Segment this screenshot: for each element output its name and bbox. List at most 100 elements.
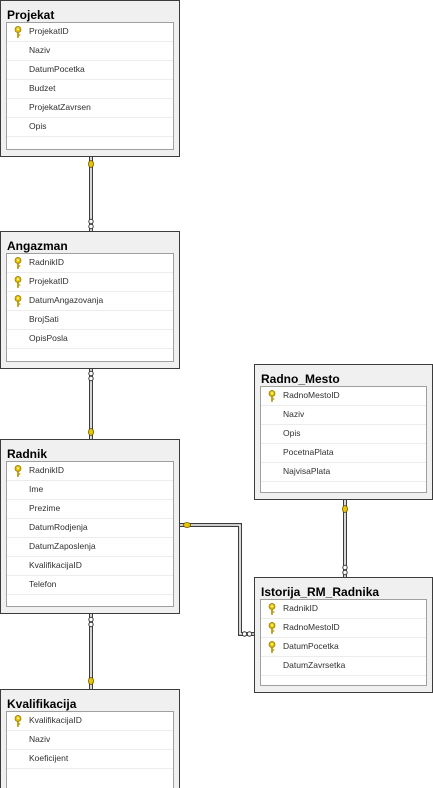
field-row[interactable]: DatumRodjenja (7, 519, 173, 538)
field-name: RadnikID (29, 465, 64, 475)
field-row[interactable]: Budzet (7, 80, 173, 99)
many-end-marker (88, 223, 94, 230)
field-name: DatumZaposlenja (29, 541, 96, 551)
primary-key-icon (14, 295, 22, 307)
field-row[interactable]: Naziv (261, 406, 426, 425)
table-angazman[interactable]: Angazman RadnikID ProjekatID DatumAngazova… (0, 231, 180, 369)
one-end-marker (183, 522, 191, 528)
primary-key-icon (14, 465, 22, 477)
one-end-marker (342, 505, 348, 513)
field-name: Opis (29, 121, 47, 131)
field-row[interactable]: Opis (261, 425, 426, 444)
field-row[interactable]: KvalifikacijaID (7, 712, 173, 731)
field-row[interactable]: RadnoMestoID (261, 387, 426, 406)
field-row[interactable]: DatumPocetka (7, 61, 173, 80)
field-name: DatumZavrsetka (283, 660, 346, 670)
field-name: Budzet (29, 83, 56, 93)
one-end-marker (88, 160, 94, 168)
field-name: RadnoMestoID (283, 622, 340, 632)
relationship-radnik-istorija (180, 523, 254, 636)
field-name: DatumAngazovanja (29, 295, 104, 305)
table-title: Angazman (7, 239, 68, 253)
many-end-marker (88, 621, 94, 628)
field-row[interactable]: RadnoMestoID (261, 619, 426, 638)
field-row[interactable]: Ime (7, 481, 173, 500)
table-title: Radnik (7, 447, 48, 461)
table-title: Radno_Mesto (261, 372, 340, 386)
field-row[interactable]: NajvisaPlata (261, 463, 426, 482)
field-name: DatumPocetka (283, 641, 339, 651)
field-name: Ime (29, 484, 44, 494)
field-row[interactable]: DatumZavrsetka (261, 657, 426, 676)
field-name: ProjekatID (29, 26, 69, 36)
primary-key-icon (14, 257, 22, 269)
field-name: Koeficijent (29, 753, 69, 763)
field-name: RadnikID (283, 603, 318, 613)
field-row[interactable]: Naziv (7, 42, 173, 61)
field-name: Prezime (29, 503, 61, 513)
field-name: Naziv (283, 409, 305, 419)
field-row[interactable]: DatumZaposlenja (7, 538, 173, 557)
table-title: Kvalifikacija (7, 697, 77, 711)
primary-key-icon (268, 641, 276, 653)
field-row[interactable]: Naziv (7, 731, 173, 750)
field-name: PocetnaPlata (283, 447, 334, 457)
field-row[interactable]: Telefon (7, 576, 173, 595)
table-istorija-rm-radnika[interactable]: Istorija_RM_Radnika RadnikID RadnoMestoID… (254, 577, 433, 693)
field-row[interactable]: ProjekatZavrsen (7, 99, 173, 118)
many-end-marker (88, 375, 94, 382)
field-row[interactable]: ProjekatID (7, 273, 173, 292)
field-row[interactable]: ProjekatID (7, 23, 173, 42)
field-row[interactable]: KvalifikacijaID (7, 557, 173, 576)
primary-key-icon (268, 622, 276, 634)
field-name: ProjekatID (29, 276, 69, 286)
field-name: KvalifikacijaID (29, 715, 82, 725)
field-row[interactable]: Prezime (7, 500, 173, 519)
field-name: DatumPocetka (29, 64, 85, 74)
field-name: DatumRodjenja (29, 522, 88, 532)
field-name: Telefon (29, 579, 57, 589)
many-end-marker (342, 564, 348, 571)
many-end-marker (88, 616, 94, 623)
primary-key-icon (14, 715, 22, 727)
field-row[interactable]: DatumAngazovanja (7, 292, 173, 311)
primary-key-icon (268, 390, 276, 402)
many-end-marker (88, 218, 94, 225)
field-row[interactable]: Koeficijent (7, 750, 173, 769)
many-end-marker (241, 631, 248, 637)
field-row[interactable]: RadnikID (7, 462, 173, 481)
primary-key-icon (14, 26, 22, 38)
field-name: RadnoMestoID (283, 390, 340, 400)
field-name: BrojSati (29, 314, 59, 324)
field-name: OpisPosla (29, 333, 68, 343)
field-name: Naziv (29, 734, 51, 744)
field-row[interactable]: RadnikID (7, 254, 173, 273)
field-name: NajvisaPlata (283, 466, 331, 476)
field-row[interactable]: RadnikID (261, 600, 426, 619)
field-row[interactable]: PocetnaPlata (261, 444, 426, 463)
field-name: Opis (283, 428, 301, 438)
primary-key-icon (14, 276, 22, 288)
one-end-marker (88, 677, 94, 685)
field-row[interactable]: Opis (7, 118, 173, 137)
table-title: Projekat (7, 8, 55, 22)
one-end-marker (88, 428, 94, 436)
field-name: Naziv (29, 45, 51, 55)
field-row[interactable]: BrojSati (7, 311, 173, 330)
field-row[interactable]: DatumPocetka (261, 638, 426, 657)
field-row[interactable]: OpisPosla (7, 330, 173, 349)
table-title: Istorija_RM_Radnika (261, 585, 380, 599)
many-end-marker (342, 569, 348, 576)
many-end-marker (246, 631, 253, 637)
field-name: KvalifikacijaID (29, 560, 82, 570)
field-name: RadnikID (29, 257, 64, 267)
